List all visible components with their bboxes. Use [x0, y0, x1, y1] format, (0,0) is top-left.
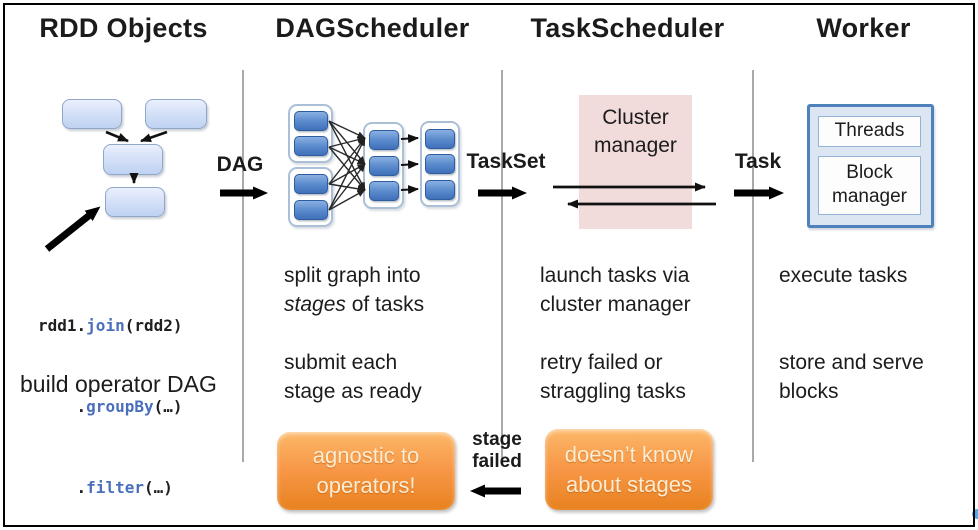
shuffle-edge	[328, 146, 366, 191]
badge-line: about stages	[566, 471, 692, 497]
shuffle-edge	[328, 137, 366, 185]
column-header-worker: Worker	[816, 13, 911, 43]
code-text: rdd1.	[38, 316, 87, 335]
code-text: (…)	[143, 478, 173, 497]
rdd-caption: build operator DAG	[20, 371, 217, 397]
column-header-rdd-objects: RDD Objects	[39, 13, 208, 43]
badge-line: agnostic to	[312, 443, 420, 468]
text-line: manager	[832, 186, 907, 207]
column-divider-3	[752, 70, 754, 462]
code-keyword-filter: filter	[86, 478, 144, 497]
badge-line: doesn’t know	[564, 441, 694, 467]
flow-label-dag: DAG	[216, 153, 264, 176]
shuffle-edge	[328, 163, 366, 211]
rdd-edge-arrow	[140, 130, 168, 143]
task-node	[368, 155, 399, 176]
worker-description-2: store and serve blocks	[779, 348, 924, 406]
flow-label-task: Task	[734, 150, 782, 173]
threads-box: Threads	[818, 116, 921, 147]
text-line: split graph into	[284, 264, 421, 287]
rdd-pointer-arrow	[44, 206, 101, 252]
shuffle-edge	[328, 137, 366, 211]
dagscheduler-description-1: split graph into stages of tasks	[284, 261, 424, 319]
text-line: cluster manager	[540, 293, 691, 316]
taskscheduler-description-2: retry failed or straggling tasks	[540, 348, 686, 406]
task-node	[293, 199, 328, 220]
shuffle-edge	[328, 146, 366, 165]
task-node	[368, 129, 399, 150]
code-text: (…)	[153, 397, 183, 416]
shuffle-edge	[328, 189, 366, 211]
shuffle-edge	[328, 163, 366, 185]
worker-node-box: Threads Block manager	[807, 104, 934, 228]
code-text: .	[76, 397, 87, 416]
text-line: blocks	[779, 380, 839, 403]
shuffle-edge	[328, 120, 366, 165]
stages-italic: stages	[284, 293, 346, 316]
shuffle-edge	[328, 120, 366, 139]
code-text: (rdd2)	[124, 316, 183, 335]
text-line: stage	[472, 429, 522, 450]
cluster-manager-label: manager	[594, 134, 677, 157]
rdd-edge-arrow	[105, 130, 129, 143]
cluster-manager-label: Cluster	[602, 106, 669, 129]
stage-group-3	[363, 122, 404, 209]
task-node	[293, 111, 328, 131]
rdd-node-parent-1	[62, 99, 122, 129]
stage-group-2	[288, 167, 333, 227]
text-line: Block	[846, 162, 893, 183]
rdd-code-snippet: rdd1.join(rdd2) .groupBy(…) .filter(…)	[38, 258, 183, 530]
text-line: store and serve	[779, 351, 924, 374]
text-line-rest: of tasks	[345, 293, 425, 316]
stage-group-4	[420, 121, 460, 207]
code-keyword-groupby: groupBy	[86, 397, 154, 416]
stage-group-1	[288, 104, 333, 163]
task-node	[425, 179, 455, 200]
taskscheduler-description-1: launch tasks via cluster manager	[540, 261, 691, 319]
task-node	[425, 128, 455, 149]
badge-line: operators!	[316, 473, 416, 498]
text-line: retry failed or	[540, 351, 663, 374]
dagscheduler-description-2: submit each stage as ready	[284, 348, 422, 406]
text-line: straggling tasks	[540, 380, 686, 403]
cluster-manager-box: Cluster manager	[579, 95, 692, 229]
text-line: stages of tasks	[284, 290, 424, 319]
text-line: submit each	[284, 351, 398, 374]
code-text: .	[76, 478, 87, 497]
rdd-node-result	[105, 187, 165, 217]
task-node	[293, 136, 328, 156]
code-keyword-join: join	[86, 316, 125, 335]
flow-label-stage-failed: stage failed	[465, 429, 529, 473]
badge-agnostic-to-operators: agnostic to operators!	[277, 432, 455, 510]
code-line-2: .groupBy(…)	[38, 393, 183, 420]
block-manager-box: Block manager	[818, 156, 921, 215]
code-line-3: .filter(…)	[38, 474, 183, 501]
code-line-1: rdd1.join(rdd2)	[38, 312, 183, 339]
column-header-taskscheduler: TaskScheduler	[530, 13, 725, 43]
shuffle-edge	[328, 136, 366, 148]
column-header-dagscheduler: DAGScheduler	[275, 13, 470, 43]
text-line: launch tasks via	[540, 264, 690, 287]
rdd-node-parent-2	[145, 99, 207, 129]
flow-label-taskset: TaskSet	[466, 150, 546, 173]
worker-description-1: execute tasks	[779, 264, 908, 287]
text-line: failed	[472, 451, 522, 472]
shuffle-edge	[328, 120, 366, 191]
column-divider-2	[501, 70, 503, 462]
task-node	[368, 181, 399, 202]
rdd-node-join	[103, 144, 163, 175]
cursor-artifact-dot	[972, 509, 978, 519]
shuffle-edge	[328, 183, 366, 193]
column-divider-1	[242, 70, 244, 462]
task-node	[425, 154, 455, 174]
badge-doesnt-know-about-stages: doesn’t know about stages	[545, 429, 713, 510]
task-node	[293, 174, 328, 195]
text-line: stage as ready	[284, 380, 422, 403]
